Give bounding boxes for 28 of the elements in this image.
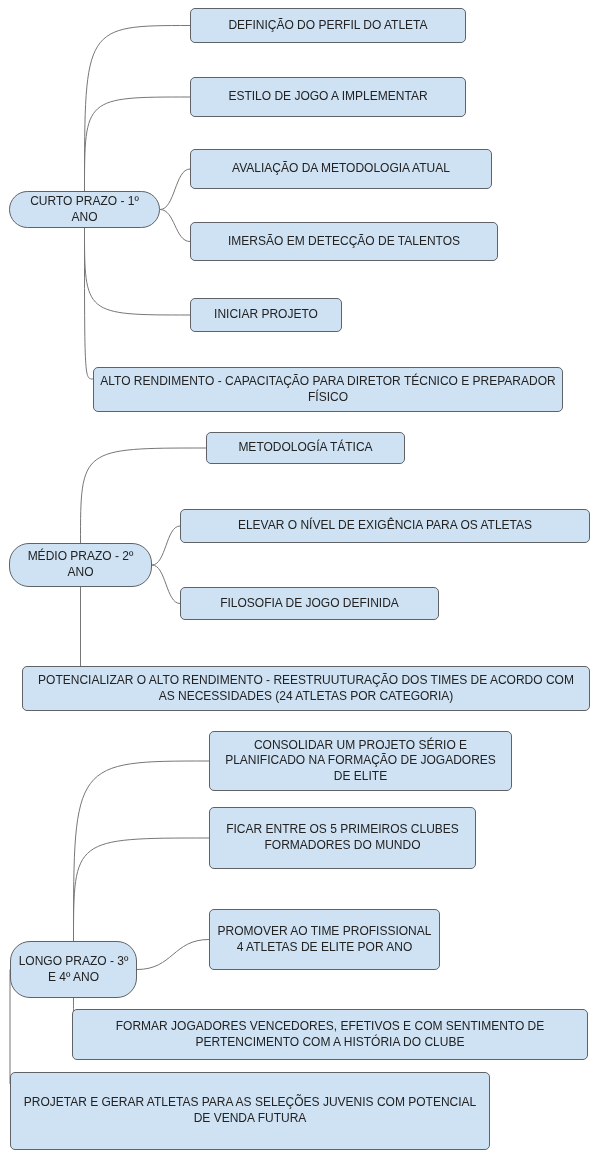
connector-line [151, 525, 181, 566]
goal-box: FILOSOFIA DE JOGO DEFINIDA [180, 587, 439, 620]
goal-box: ESTILO DE JOGO A IMPLEMENTAR [190, 77, 466, 117]
connector-line [84, 227, 94, 380]
goal-box: AVALIAÇÃO DA METODOLOGIA ATUAL [190, 149, 492, 189]
goal-box: FICAR ENTRE OS 5 PRIMEIROS CLUBES FORMADORES DO MUNDO [209, 807, 476, 869]
goal-box: ALTO RENDIMENTO - CAPACITAÇÃO PARA DIRETOR TÉCNICO E PREPARADOR FÍSICO [93, 367, 563, 412]
goal-box: INICIAR PROJETO [190, 298, 342, 332]
goal-box: CONSOLIDAR UM PROJETO SÉRIO E PLANIFICADO NA FORMAÇÃO DE JOGADORES DE ELITE [209, 731, 512, 791]
goal-box: FORMAR JOGADORES VENCEDORES, EFETIVOS E COM SENTIMENTO DE PERTENCIMENTO COM A HISTÓRIA DO CLUBE [72, 1009, 588, 1060]
goal-box: ELEVAR O NÍVEL DE EXIGÊNCIA PARA OS ATLETAS [180, 509, 590, 543]
connector-line [80, 586, 81, 667]
goal-box: METODOLOGÍA TÁTICA [206, 432, 405, 464]
connector-line [73, 837, 210, 942]
connector-line [136, 939, 210, 970]
phase-pill: CURTO PRAZO - 1º ANO [9, 191, 160, 228]
phase-pill: MÉDIO PRAZO - 2º ANO [9, 543, 152, 587]
connector-line [151, 564, 181, 604]
connector-line [159, 168, 191, 210]
goal-box: POTENCIALIZAR O ALTO RENDIMENTO - REESTRUUTURAÇÃO DOS TIMES DE ACORDO COM AS NECESSIDADES (24 ATLETAS POR CATEGORIA) [22, 666, 590, 711]
connector-line [84, 96, 191, 192]
goal-box: DEFINIÇÃO DO PERFIL DO ATLETA [190, 8, 466, 43]
connector-line [80, 447, 207, 544]
goal-box: PROJETAR E GERAR ATLETAS PARA AS SELEÇÕES JUVENIS COM POTENCIAL DE VENDA FUTURA [10, 1072, 490, 1150]
phase-pill: LONGO PRAZO - 3º E 4º ANO [10, 941, 137, 998]
connector-line [159, 209, 191, 242]
goal-box: IMERSÃO EM DETECÇÃO DE TALENTOS [190, 222, 498, 261]
goal-box: PROMOVER AO TIME PROFISSIONAL 4 ATLETAS DE ELITE POR ANO [209, 909, 440, 970]
